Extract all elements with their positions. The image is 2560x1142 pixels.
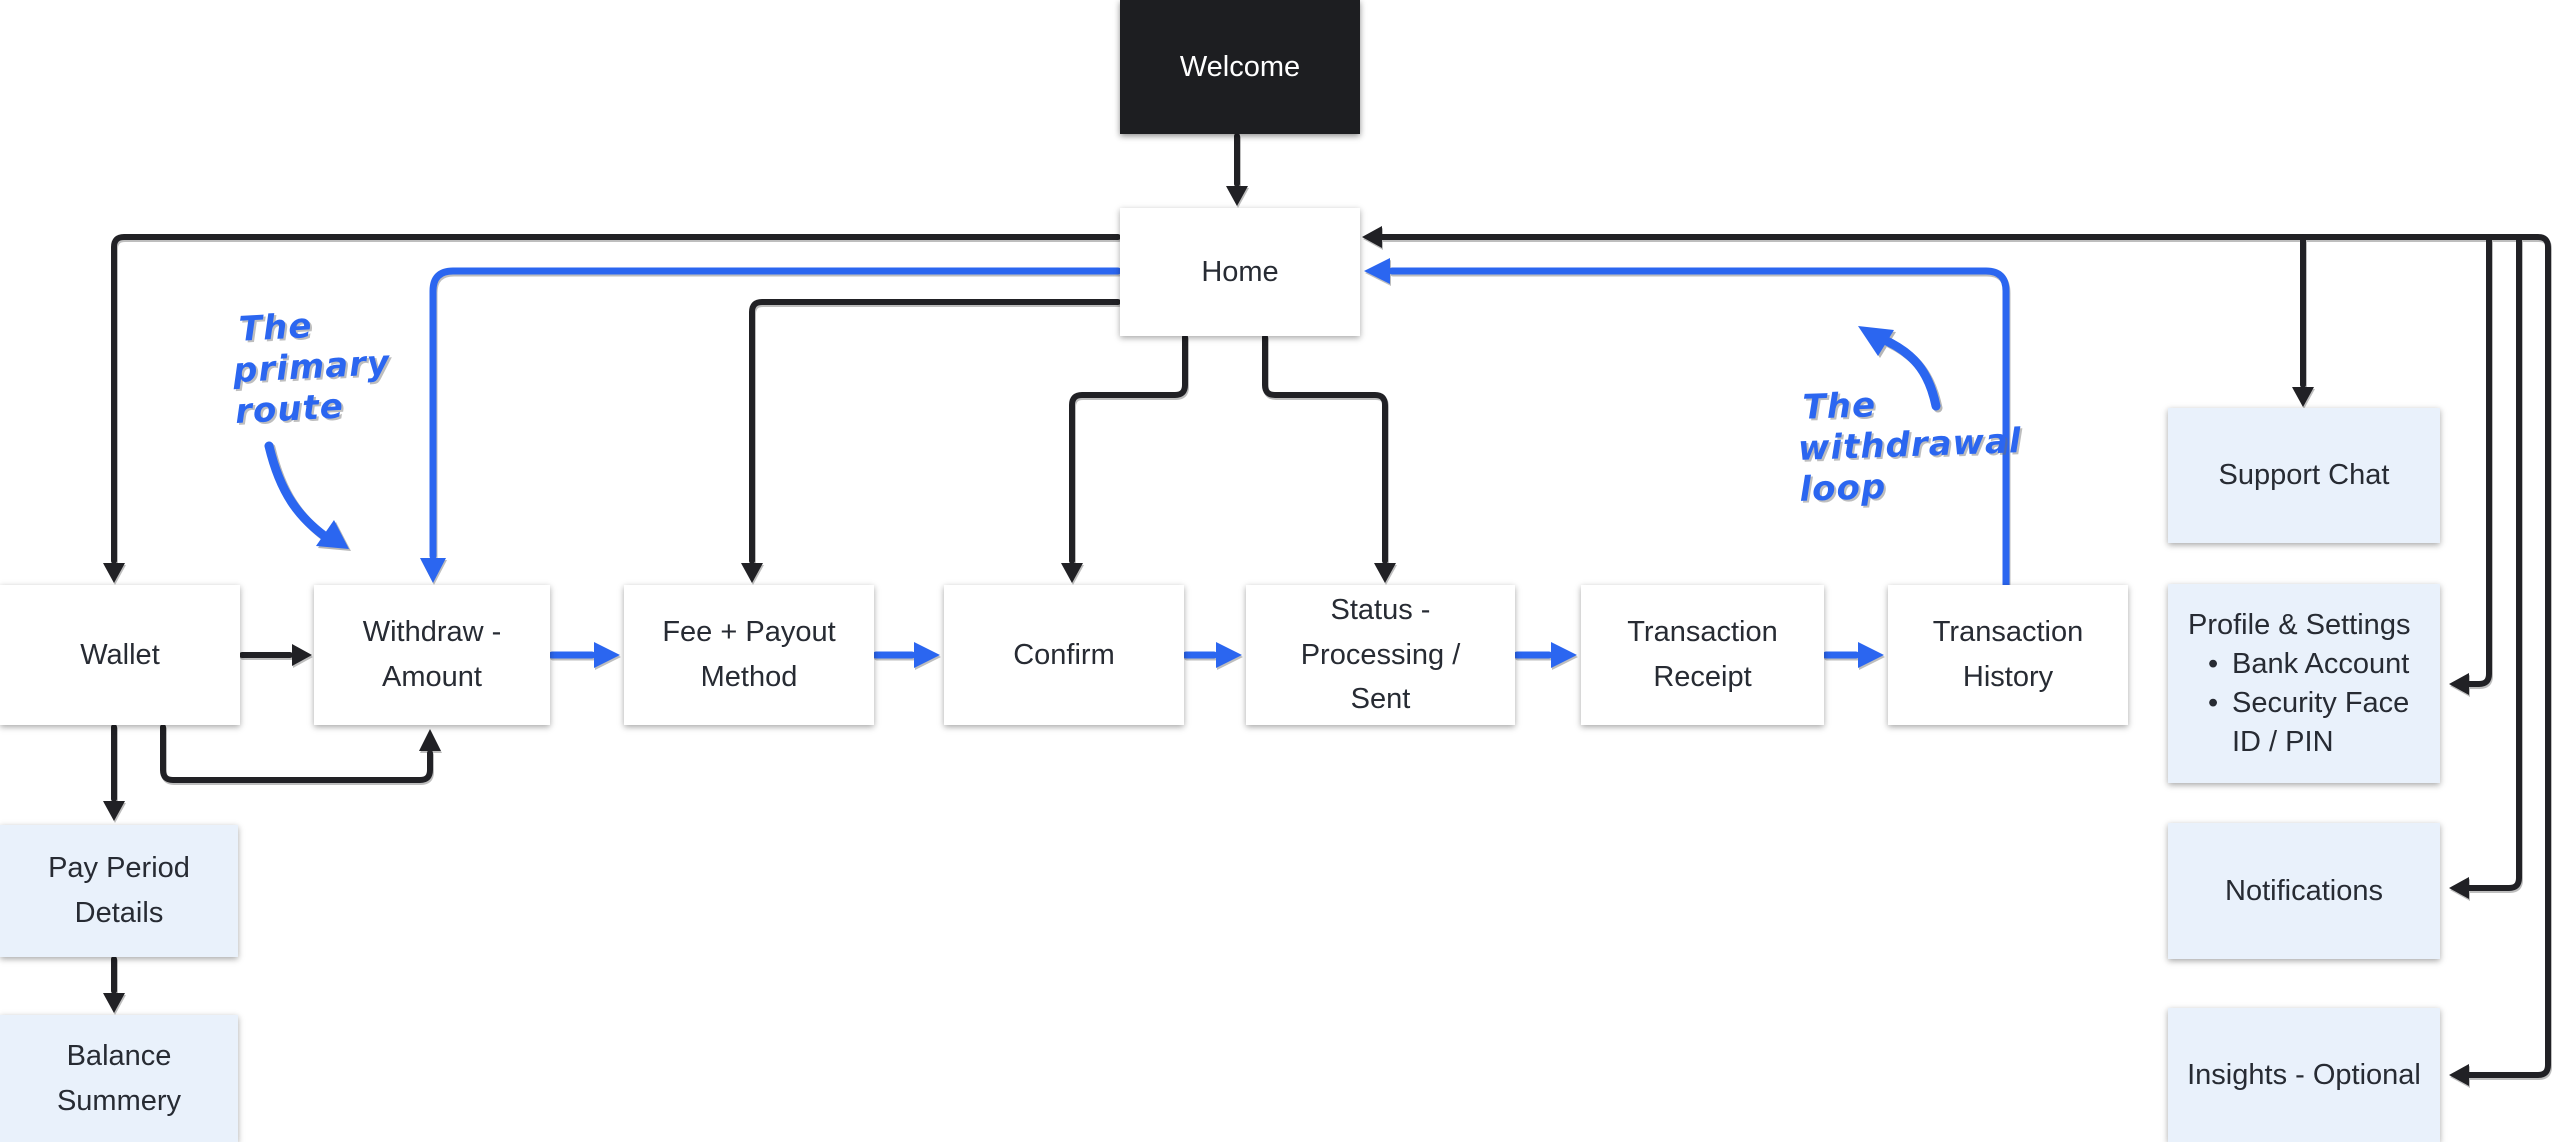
connector-home-withdraw-blue bbox=[420, 267, 1122, 583]
connector-welcome-home bbox=[1226, 133, 1248, 206]
node-status[interactable]: Status - Processing / Sent bbox=[1246, 585, 1515, 725]
annotation-primary-route: The primary route bbox=[230, 302, 393, 433]
connector-withdraw-fee bbox=[548, 642, 620, 668]
node-home[interactable]: Home bbox=[1120, 208, 1360, 336]
node-confirm-label: Confirm bbox=[1013, 638, 1115, 671]
node-welcome[interactable]: Welcome bbox=[1120, 0, 1360, 134]
node-notifications-label: Notifications bbox=[2225, 874, 2383, 907]
connector-trunk-support-chat bbox=[2292, 234, 2314, 407]
node-wallet-label: Wallet bbox=[80, 638, 160, 671]
connector-history-home-blue bbox=[1364, 258, 2010, 589]
connector-wallet-withdraw-bottom bbox=[160, 724, 441, 783]
node-wallet[interactable]: Wallet bbox=[0, 585, 240, 725]
profile-settings-bullet-list: Bank Account Security Face ID / PIN bbox=[2188, 645, 2424, 762]
connector-trunk-profile bbox=[2449, 234, 2492, 695]
node-insights[interactable]: Insights - Optional bbox=[2168, 1008, 2440, 1142]
node-withdraw-amount[interactable]: Withdraw - Amount bbox=[314, 585, 550, 725]
node-withdraw-amount-label: Withdraw - Amount bbox=[362, 616, 502, 693]
node-support-chat[interactable]: Support Chat bbox=[2168, 408, 2440, 543]
connector-confirm-status bbox=[1182, 642, 1242, 668]
node-support-chat-label: Support Chat bbox=[2218, 459, 2390, 492]
connector-fee-confirm bbox=[872, 642, 940, 668]
node-home-label: Home bbox=[1201, 255, 1279, 288]
connector-trunk-notifications bbox=[2449, 234, 2522, 899]
node-pay-period-details-label: Pay Period Details bbox=[48, 852, 190, 929]
annotation-primary-line3: route bbox=[234, 386, 345, 433]
connector-home-fee bbox=[741, 299, 1121, 583]
node-profile-settings-title: Profile & Settings bbox=[2188, 609, 2411, 641]
node-balance-summery-label: Balance Summery bbox=[56, 1039, 182, 1117]
connector-wallet-payperiod bbox=[103, 724, 125, 821]
profile-bullet-security: Security Face ID / PIN bbox=[2202, 684, 2424, 762]
hand-arrow-withdrawal-loop bbox=[1858, 326, 1941, 411]
connector-payperiod-balance bbox=[103, 956, 125, 1013]
annotation-primary-line2: primary bbox=[232, 342, 391, 392]
connector-home-confirm bbox=[1061, 334, 1188, 583]
annotation-loop-line3: loop bbox=[1798, 466, 1887, 510]
node-pay-period-details[interactable]: Pay Period Details bbox=[0, 825, 238, 957]
node-balance-summery[interactable]: Balance Summery bbox=[0, 1015, 238, 1142]
connector-wallet-withdraw bbox=[239, 644, 312, 666]
node-status-label: Status - Processing / Sent bbox=[1300, 593, 1461, 716]
node-confirm[interactable]: Confirm bbox=[944, 585, 1184, 725]
node-transaction-history-label: Transaction History bbox=[1932, 616, 2084, 693]
profile-bullet-bank-account: Bank Account bbox=[2202, 645, 2424, 684]
node-transaction-receipt[interactable]: Transaction Receipt bbox=[1581, 585, 1824, 725]
node-fee-payout-method-label: Fee + Payout Method bbox=[662, 616, 836, 693]
connector-trunk-home-insights bbox=[1362, 226, 2551, 1086]
hand-arrow-primary-route bbox=[264, 441, 349, 549]
connector-receipt-history bbox=[1822, 642, 1884, 668]
node-transaction-receipt-label: Transaction Receipt bbox=[1627, 616, 1778, 693]
node-welcome-label: Welcome bbox=[1179, 50, 1301, 83]
node-notifications[interactable]: Notifications bbox=[2168, 823, 2440, 959]
connector-status-receipt bbox=[1513, 642, 1577, 668]
annotation-withdrawal-loop: The withdrawal loop bbox=[1796, 380, 2024, 511]
connector-home-wallet bbox=[103, 234, 1121, 583]
node-insights-label: Insights - Optional bbox=[2187, 1058, 2421, 1091]
node-profile-settings[interactable]: Profile & Settings Bank Account Security… bbox=[2168, 584, 2440, 783]
connector-home-status bbox=[1262, 334, 1396, 583]
node-transaction-history[interactable]: Transaction History bbox=[1888, 585, 2128, 725]
node-fee-payout-method[interactable]: Fee + Payout Method bbox=[624, 585, 874, 725]
annotation-loop-line2: withdrawal bbox=[1797, 421, 2023, 469]
